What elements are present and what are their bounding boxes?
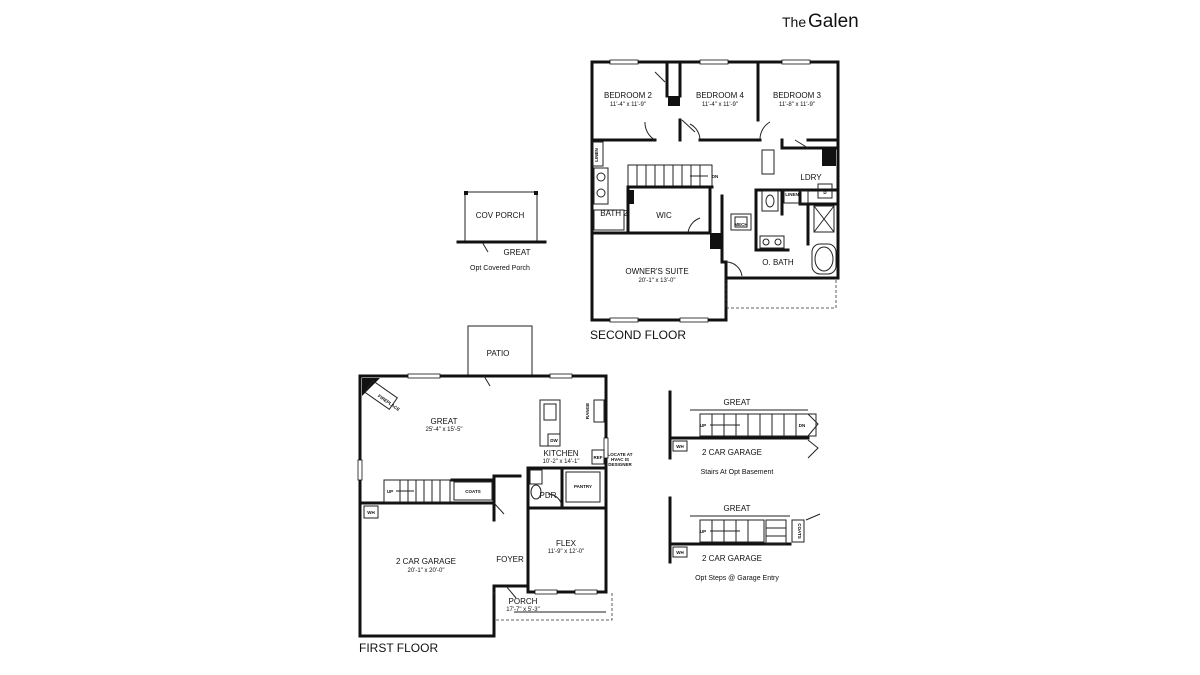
owner-bath-label: O. BATH: [762, 258, 794, 267]
bedroom4-dim: 11'-4" x 11'-9": [702, 102, 738, 108]
basement-great-label: GREAT: [724, 398, 751, 407]
column-fill: [822, 148, 836, 166]
kitchen-label: KITCHEN: [543, 449, 578, 458]
cov-porch-label: COV PORCH: [476, 211, 525, 220]
second-floor-plan: LINEN DN BATH 2 WIC: [590, 59, 840, 342]
porch-label: PORCH: [509, 597, 538, 606]
cov-porch-caption: Opt Covered Porch: [470, 265, 530, 272]
water-heater-label: WH: [367, 510, 375, 515]
coats-closet-label: COATS: [465, 489, 480, 494]
steps-coats-label: COATS: [797, 523, 802, 538]
basement-dn-label: DN: [799, 423, 806, 428]
basement-caption: Stairs At Opt Basement: [701, 469, 774, 476]
column-fill: [668, 96, 680, 106]
hvac-note-2: HVAC IS: [611, 457, 629, 462]
flex-room-label: FLEX: [556, 539, 577, 548]
owners-suite-label: OWNER'S SUITE: [625, 267, 688, 276]
patio-label: PATIO: [487, 349, 510, 358]
refrigerator-label: REF: [594, 455, 603, 460]
range-label: RANGE: [585, 403, 590, 419]
opt-covered-porch-plan: COV PORCH GREAT Opt Covered Porch: [456, 191, 547, 272]
steps-garage-label: 2 CAR GARAGE: [702, 554, 762, 563]
opt-basement-stairs-plan: UP DN WH GREAT 2 CAR GARAGE Stairs At Op…: [668, 390, 819, 476]
second-floor-caption: SECOND FLOOR: [590, 328, 686, 342]
cov-porch-great-label: GREAT: [504, 248, 531, 257]
porch-dim: 17'-7" x 5'-3": [506, 607, 540, 613]
first-floor-caption: FIRST FLOOR: [359, 641, 438, 655]
hvac-note-3: DESIGNER: [608, 462, 632, 467]
dishwasher-label: DW: [550, 438, 558, 443]
steps-great-label: GREAT: [724, 504, 751, 513]
steps-up-label: UP: [700, 529, 706, 534]
bedroom3-label: BEDROOM 3: [773, 91, 822, 100]
bedroom4-label: BEDROOM 4: [696, 91, 745, 100]
great-room-label: GREAT: [431, 417, 458, 426]
hvac-note-1: LOCATE AT: [608, 452, 633, 457]
linen2-label: LINEN: [785, 192, 799, 197]
basement-garage-label: 2 CAR GARAGE: [702, 448, 762, 457]
plan-title: The Galen: [782, 11, 859, 32]
steps-wh-label: WH: [676, 550, 684, 555]
foyer-label: FOYER: [496, 555, 524, 564]
owners-suite-dim: 20'-1" x 13'-0": [639, 278, 676, 284]
powder-room-label: PDR: [540, 491, 557, 500]
basement-wh-label: WH: [676, 444, 684, 449]
kitchen-dim: 10'-2" x 14'-1": [543, 459, 580, 465]
bath2-label: BATH 2: [600, 209, 628, 218]
bedroom2-label: BEDROOM 2: [604, 91, 653, 100]
pantry-label: PANTRY: [574, 484, 592, 489]
stair-up-label: UP: [387, 489, 393, 494]
title-name: Galen: [808, 11, 859, 32]
great-room-dim: 25'-4" x 15'-5": [426, 427, 463, 433]
stair-dn-label: DN: [712, 174, 719, 179]
bedroom3-dim: 11'-8" x 11'-9": [779, 102, 815, 108]
windows: [609, 59, 811, 323]
mech-label: MECH: [734, 222, 747, 227]
dryer-label: D: [823, 190, 827, 195]
first-floor-plan: PATIO PORCH 17'-7" x 5'-3" FIREPLACE DW …: [357, 325, 633, 655]
flex-room-dim: 11'-9" x 12'-0": [548, 549, 584, 555]
bedroom2-dim: 11'-4" x 11'-9": [610, 102, 646, 108]
wic-label: WIC: [656, 211, 672, 220]
garage-label: 2 CAR GARAGE: [396, 557, 456, 566]
opt-garage-steps-plan: UP COATS WH GREAT 2 CAR GARAGE Opt Steps…: [668, 496, 821, 582]
steps-caption: Opt Steps @ Garage Entry: [695, 575, 779, 582]
garage-dim: 20'-1" x 20'-0": [408, 568, 445, 574]
laundry-label: LDRY: [800, 173, 822, 182]
title-prefix: The: [782, 14, 806, 30]
linen-closet-label: LINEN: [594, 148, 599, 162]
windows: [357, 373, 609, 595]
basement-up-label: UP: [700, 423, 706, 428]
